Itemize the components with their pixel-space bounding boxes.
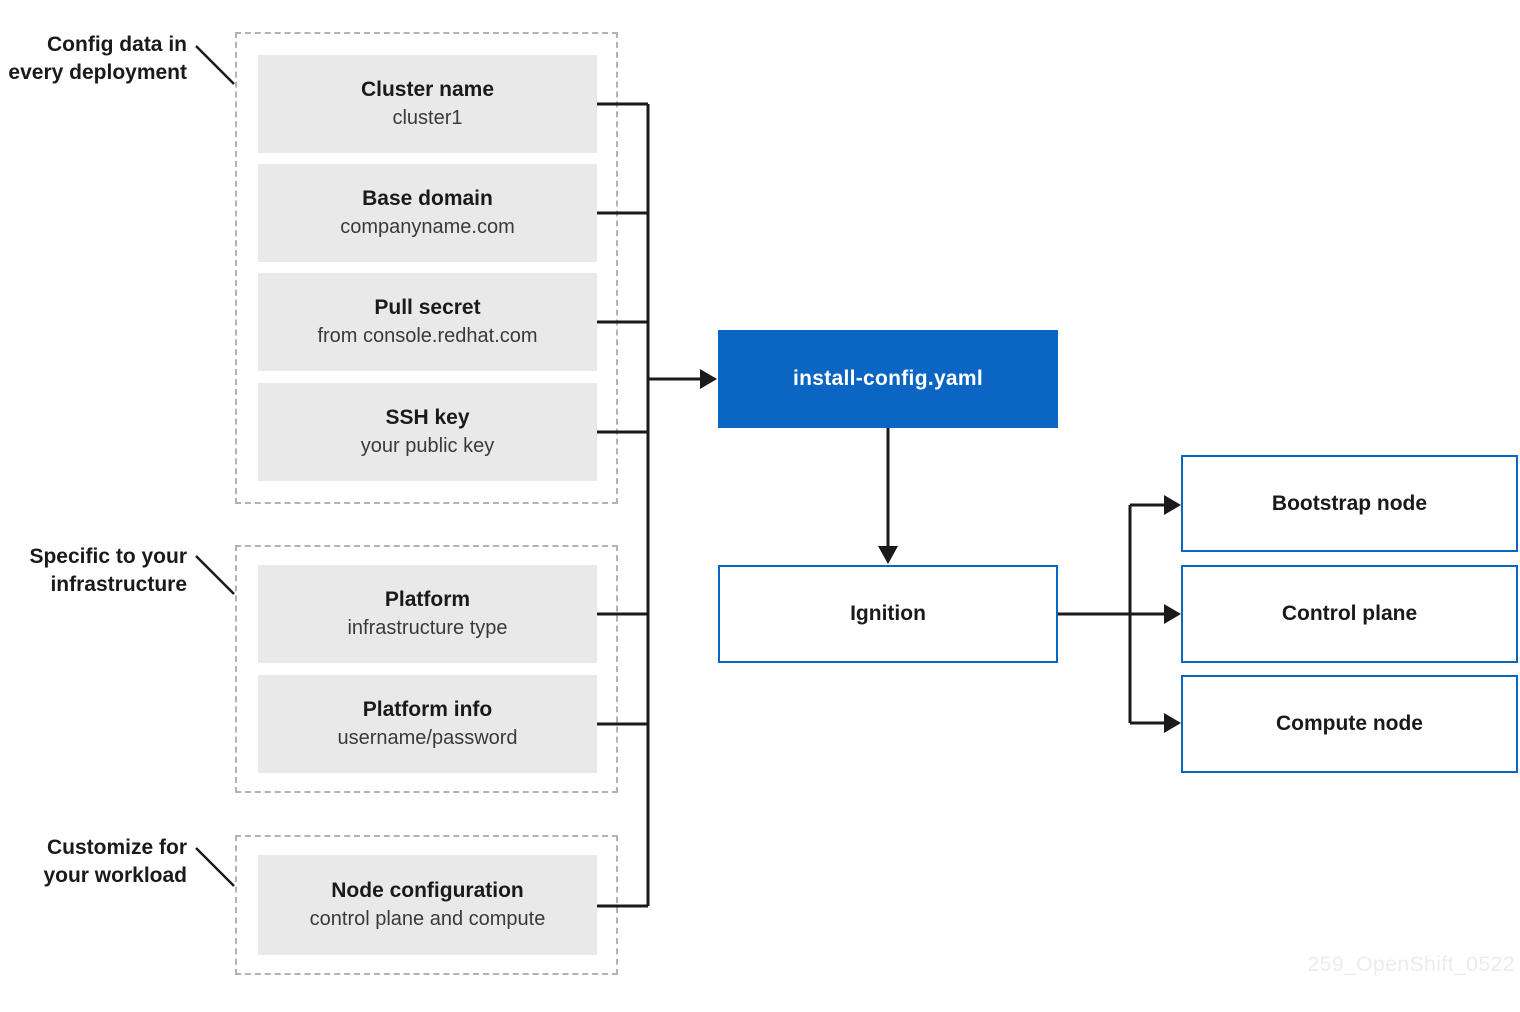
caption-line: every deployment <box>8 61 187 84</box>
caption-config-data: Config data in every deployment <box>0 31 187 87</box>
box-label: Ignition <box>850 602 926 625</box>
box-subtitle: your public key <box>360 435 495 457</box>
caption-line: Config data in <box>47 33 187 56</box>
box-install-config-yaml: install-config.yaml <box>718 330 1058 428</box>
caption-line: your workload <box>43 864 187 887</box>
box-cluster-name: Cluster name cluster1 <box>258 55 597 153</box>
caption-workload: Customize for your workload <box>0 834 187 890</box>
caption-line: Specific to your <box>29 545 187 568</box>
box-platform-info: Platform info username/password <box>258 675 597 773</box>
box-subtitle: username/password <box>337 727 518 749</box>
watermark: 259_OpenShift_0522 <box>1307 953 1515 976</box>
box-subtitle: cluster1 <box>392 107 463 129</box>
box-title: Platform <box>384 588 471 611</box>
box-title: Node configuration <box>331 879 524 902</box>
box-label: Compute node <box>1276 712 1423 735</box>
box-control-plane: Control plane <box>1181 565 1518 663</box>
box-label: Control plane <box>1281 602 1418 625</box>
box-subtitle: companyname.com <box>340 216 515 238</box>
caption-line: infrastructure <box>50 573 187 596</box>
box-title: Pull secret <box>374 296 481 319</box>
box-pull-secret: Pull secret from console.redhat.com <box>258 273 597 371</box>
box-ignition: Ignition <box>718 565 1058 663</box>
box-ssh-key: SSH key your public key <box>258 383 597 481</box>
ignition-branch-lines <box>1058 503 1165 725</box>
box-title: Platform info <box>362 698 493 721</box>
caption-infrastructure: Specific to your infrastructure <box>0 543 187 599</box>
box-subtitle: control plane and compute <box>309 908 546 930</box>
box-label: install-config.yaml <box>792 367 984 390</box>
box-node-configuration: Node configuration control plane and com… <box>258 855 597 955</box>
box-platform: Platform infrastructure type <box>258 565 597 663</box>
box-base-domain: Base domain companyname.com <box>258 164 597 262</box>
box-compute-node: Compute node <box>1181 675 1518 773</box>
box-bootstrap-node: Bootstrap node <box>1181 455 1518 552</box>
caption-line: Customize for <box>46 836 187 859</box>
box-subtitle: infrastructure type <box>347 617 508 639</box>
box-title: Cluster name <box>360 78 495 101</box>
box-title: SSH key <box>385 406 470 429</box>
box-label: Bootstrap node <box>1271 491 1428 515</box>
box-subtitle: from console.redhat.com <box>317 325 538 347</box>
box-title: Base domain <box>362 187 493 210</box>
caption-pointer-ticks <box>195 45 235 887</box>
